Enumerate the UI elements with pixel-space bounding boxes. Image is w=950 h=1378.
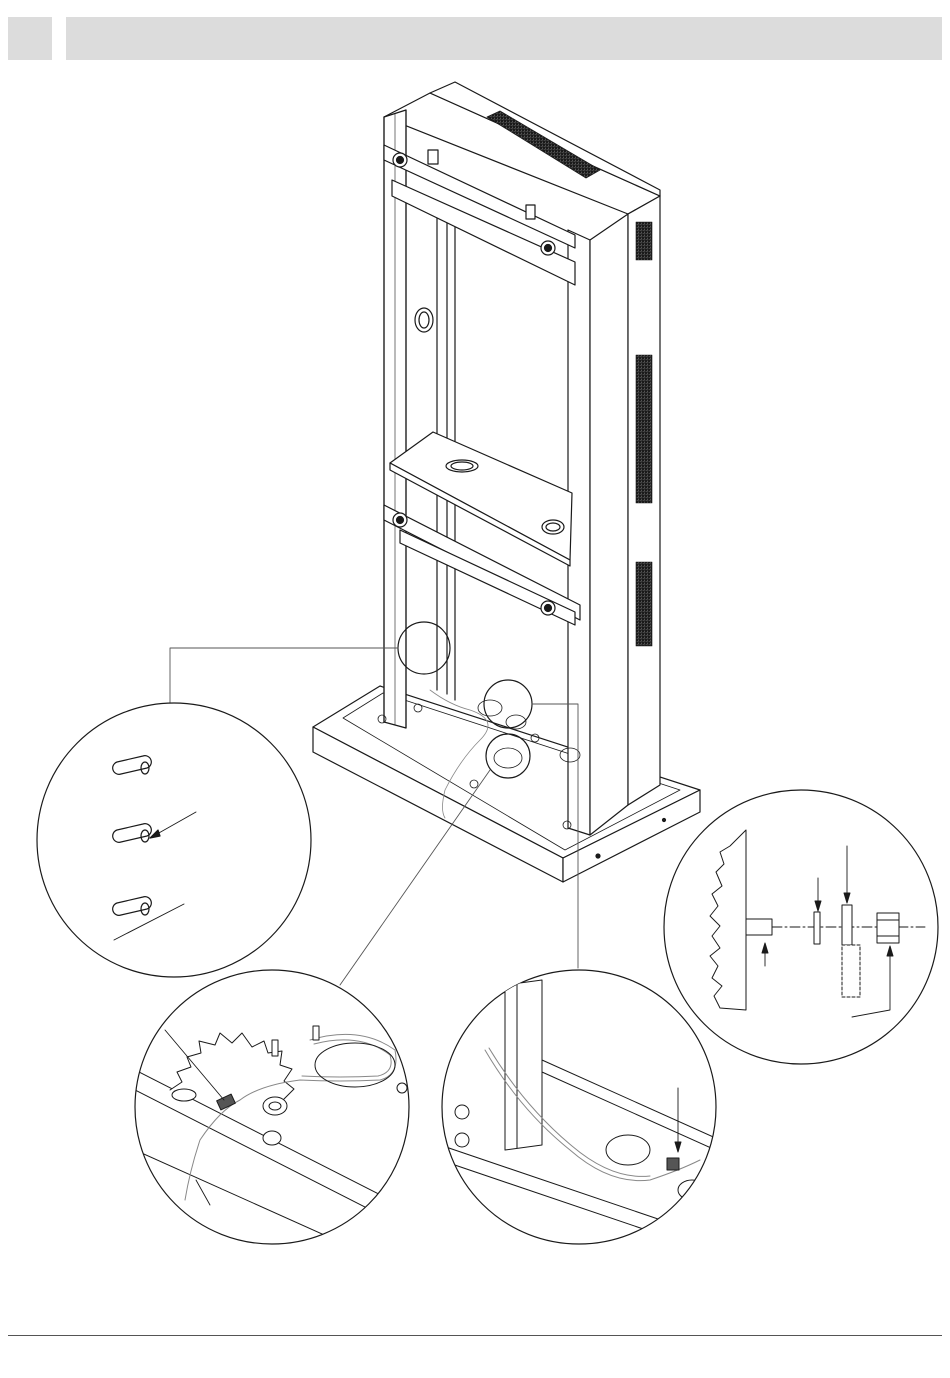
tube-clamp-detail-left — [135, 970, 410, 1260]
tube-clamp-detail-right — [440, 970, 720, 1255]
top-lid — [384, 82, 660, 214]
callout-circle-right — [484, 680, 532, 728]
footer-rule — [8, 1335, 942, 1336]
bolt-assembly-detail — [664, 790, 938, 1064]
right-column — [568, 214, 628, 835]
left-column — [384, 110, 406, 728]
side-vent-panel — [628, 196, 660, 805]
tube-detail — [37, 703, 311, 977]
cabinet-frame — [313, 82, 700, 882]
